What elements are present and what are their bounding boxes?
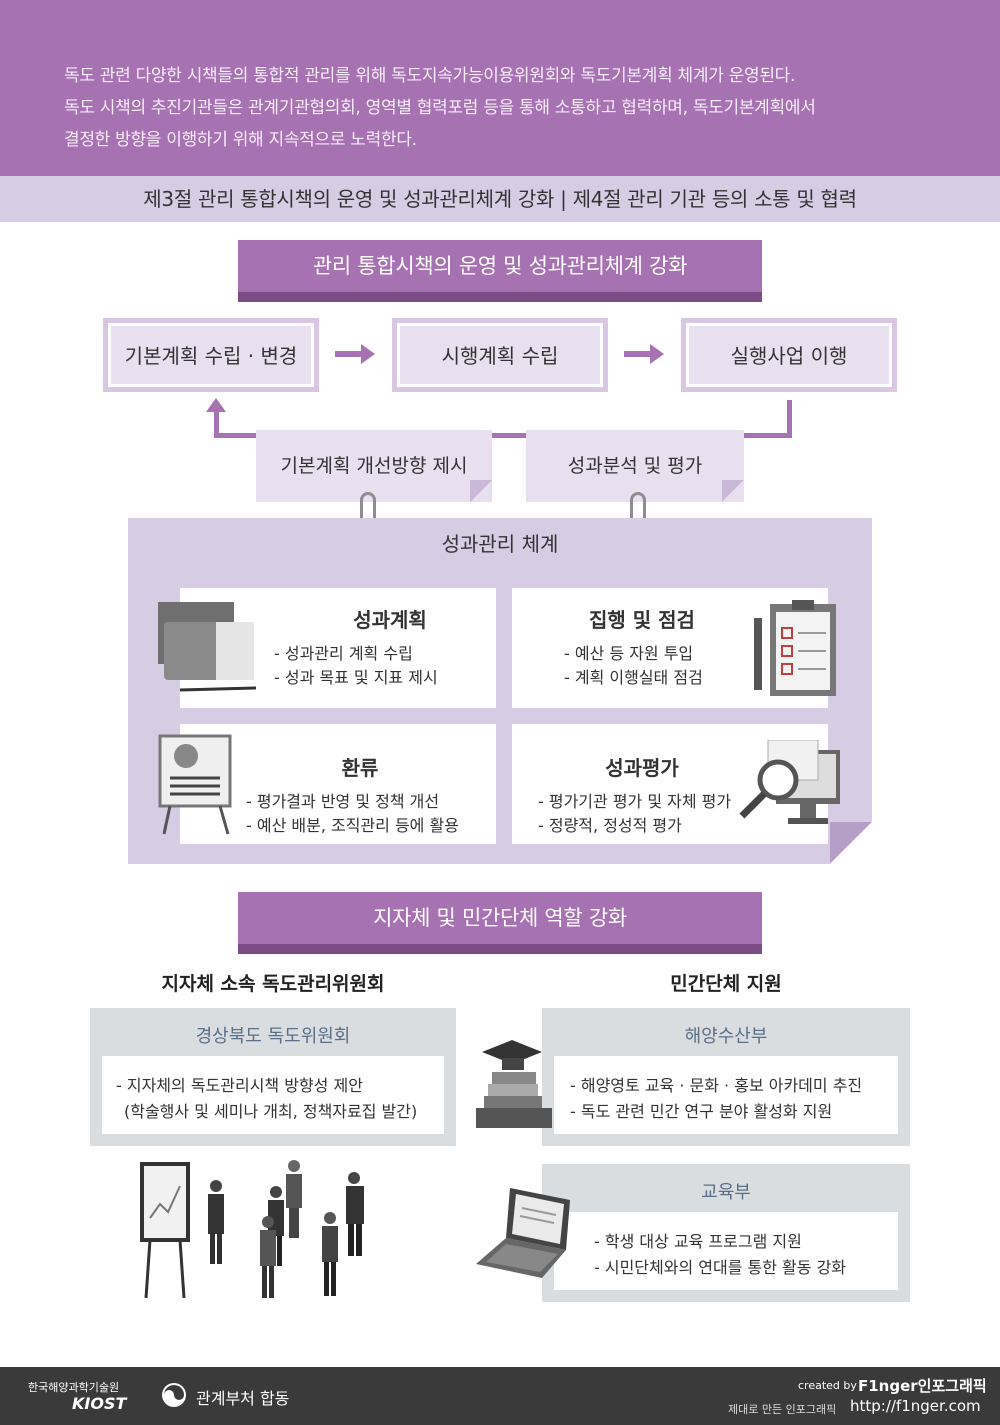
arrow-right-icon [335,344,375,364]
arrow-right-icon [624,344,664,364]
clipboard-checklist-icon [754,600,836,696]
ocean-ministry-box: 해양수산부 - 해양영토 교육 · 문화 · 홍보 아카데미 추진 - 독도 관… [542,1008,910,1146]
note-label: 기본계획 개선방향 제시 [280,455,468,477]
content-line: - 시민단체와의 연대를 통한 활동 강화 [594,1258,847,1277]
step-box-implementation-plan: 시행계획 수립 [392,318,608,392]
box-content: - 해양영토 교육 · 문화 · 홍보 아카데미 추진 - 독도 관련 민간 연… [554,1056,898,1134]
note-fold [722,480,744,502]
note-fold [470,480,492,502]
card-line: - 예산 배분, 조직관리 등에 활용 [246,816,459,835]
section-title-bar: 제3절 관리 통합시책의 운영 및 성과관리체계 강화 | 제4절 관리 기관 … [0,176,1000,222]
card-title: 집행 및 점검 [589,608,695,632]
created-by-label: created by [798,1379,857,1392]
joint-ministries-label: 관계부처 합동 [196,1389,290,1408]
card-title: 환류 [341,756,379,780]
arrow-up-icon [206,398,226,412]
step-box-basic-plan: 기본계획 수립 · 변경 [103,318,319,392]
brand-name: F1nger인포그래픽 [858,1377,987,1395]
step-label: 기본계획 수립 · 변경 [111,326,311,384]
books-graduation-cap-icon [476,1040,552,1128]
kiost-logo: KIOST [72,1394,127,1413]
card-line: - 평가결과 반영 및 정책 개선 [246,792,440,811]
card-feedback: 환류 - 평가결과 반영 및 정책 개선 - 예산 배분, 조직관리 등에 활용 [180,724,496,844]
header-line: 독도 시책의 추진기관들은 관계기관협의회, 영역별 협력포럼 등을 통해 소통… [64,98,816,118]
folder-icon [158,602,257,692]
box-title: 교육부 [701,1182,751,1203]
section-band-management: 관리 통합시책의 운영 및 성과관리체계 강화 [238,240,762,302]
laptop-icon [476,1188,570,1278]
content-line: - 독도 관련 민간 연구 분야 활성화 지원 [570,1102,833,1121]
box-content: - 지자체의 독도관리시책 방향성 제안 (학술행사 및 세미나 개최, 정책자… [102,1056,444,1134]
loop-line [787,400,792,438]
note-performance-analysis: 성과분석 및 평가 [526,430,744,502]
loop-line [214,433,792,438]
step-box-project-execution: 실행사업 이행 [681,318,897,392]
meeting-presentation-illustration [140,1160,364,1299]
brand-url-link[interactable]: http://f1nger.com [850,1397,981,1415]
note-label: 성과분석 및 평가 [567,455,703,477]
content-line: - 해양영토 교육 · 문화 · 홍보 아카데미 추진 [570,1076,863,1095]
local-committee-heading: 지자체 소속 독도관리위원회 [161,973,385,995]
card-line: - 성과 목표 및 지표 제시 [274,668,438,687]
header-banner: 독도 관련 다양한 시책들의 통합적 관리를 위해 독도지속가능이용위원회와 독… [0,0,1000,176]
brand-tagline: 제대로 만든 인포그래픽 [728,1403,837,1416]
gyeongbuk-committee-box: 경상북도 독도위원회 - 지자체의 독도관리시책 방향성 제안 (학술행사 및 … [90,1008,456,1146]
header-intro-text: 독도 관련 다양한 시책들의 통합적 관리를 위해 독도지속가능이용위원회와 독… [64,60,944,156]
private-support-heading: 민간단체 지원 [670,973,782,995]
card-line: - 계획 이행실태 점검 [564,668,703,687]
section-band-local-private: 지자체 및 민간단체 역할 강화 [238,892,762,954]
content-line: - 학생 대상 교육 프로그램 지원 [594,1232,802,1251]
magnifier-monitor-icon [739,740,840,824]
box-content: - 학생 대상 교육 프로그램 지원 - 시민단체와의 연대를 통한 활동 강화 [554,1212,898,1290]
card-line: - 성과관리 계획 수립 [274,644,413,663]
presentation-board-icon [158,734,232,835]
card-title: 성과계획 [353,608,427,632]
header-line: 결정한 방향을 이행하기 위해 지속적으로 노력한다. [64,130,417,150]
education-ministry-box: 교육부 - 학생 대상 교육 프로그램 지원 - 시민단체와의 연대를 통한 활… [542,1164,910,1302]
step-label: 시행계획 수립 [400,326,600,384]
footer: 한국해양과학기술원 KIOST 관계부처 합동 created by F1nge… [0,1367,1000,1425]
performance-system-panel: 성과관리 체계 성과계획 - 성과관리 계획 수립 - 성과 목표 및 지표 제… [128,518,872,864]
org-korean-name: 한국해양과학기술원 [28,1381,120,1394]
box-title: 해양수산부 [684,1026,768,1047]
note-improvement-direction: 기본계획 개선방향 제시 [256,430,492,502]
panel-fold [830,822,872,864]
card-title: 성과평가 [605,756,679,780]
performance-system-title: 성과관리 체계 [441,532,559,556]
step-label: 실행사업 이행 [689,326,889,384]
content-line: (학술행사 및 세미나 개최, 정책자료집 발간) [124,1102,418,1121]
card-line: - 평가기관 평가 및 자체 평가 [538,792,732,811]
box-title: 경상북도 독도위원회 [195,1026,351,1047]
loop-line [214,408,219,438]
content-line: - 지자체의 독도관리시책 방향성 제안 [116,1076,363,1095]
header-line: 독도 관련 다양한 시책들의 통합적 관리를 위해 독도지속가능이용위원회와 독… [64,66,796,86]
government-emblem-icon [162,1383,186,1407]
card-line: - 정량적, 정성적 평가 [538,816,682,835]
card-line: - 예산 등 자원 투입 [564,644,694,663]
